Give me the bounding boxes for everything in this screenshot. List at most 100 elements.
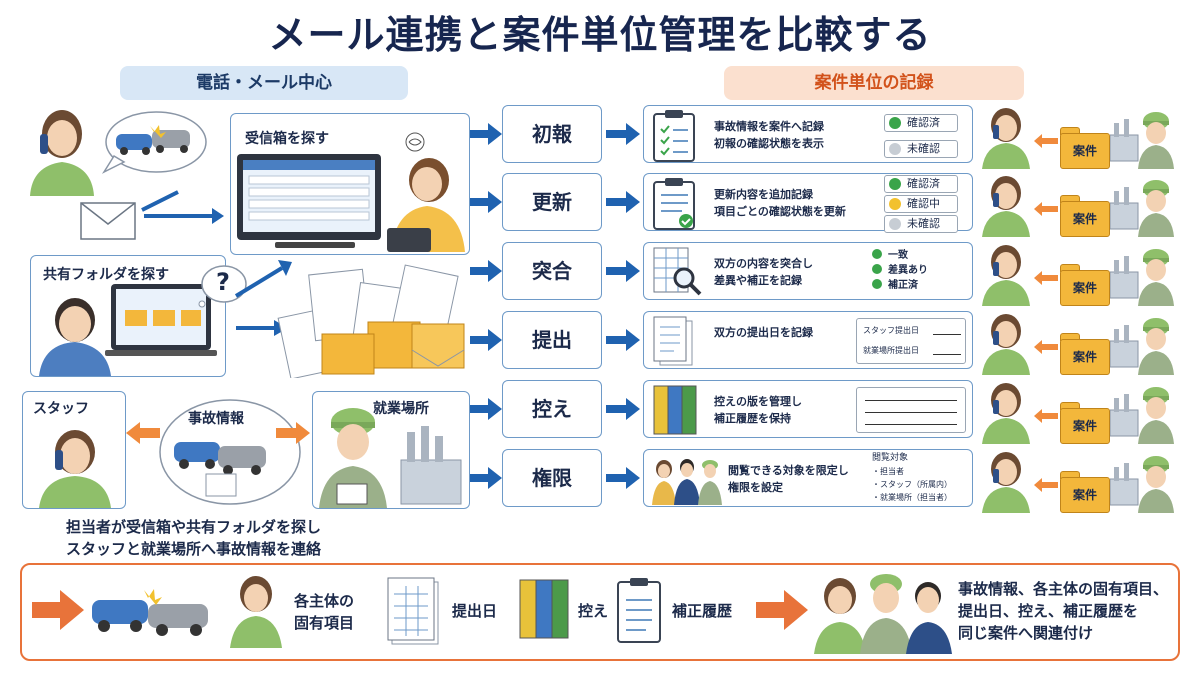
status-dot-icon [889,198,901,210]
record-description: 双方の内容を突合し差異や補正を記録 [714,255,813,289]
accident-info-cloud [156,392,304,508]
factory-worker-illustration [319,408,462,508]
case-folder-icon: 案件 [1060,408,1110,444]
access-target-list: 閲覧対象・担当者・スタッフ（所属内）・就業場所（担当者） [866,451,970,505]
status-label: 未確認 [907,142,940,155]
flow-arrow [606,191,640,213]
case-folder: 案件 [1060,264,1112,306]
status-label: 確認中 [907,197,940,210]
record-description: 控えの版を管理し補正履歴を保持 [714,393,802,427]
flow-arrow [470,467,502,489]
staff-woman-illustration [39,430,111,508]
step-4: 提出 [502,311,602,369]
case-folder-icon: 案件 [1060,477,1110,513]
accident-info-label: 事故情報 [188,411,244,427]
record-description-line-1: 双方の内容を突合し [714,257,813,270]
bottom-item-submission-date: 提出日 [452,602,498,620]
shared-folder-label: 共有フォルダを探す [43,267,169,283]
factory-worker-illustration [1109,173,1176,237]
access-title: 閲覧対象 [872,453,909,463]
orange-arrow-icon [756,588,808,632]
flow-arrow [606,398,640,420]
flow-arrow [138,188,228,228]
bottom-item-revision-history: 補正履歴 [672,602,733,620]
staff-panel: スタッフ [22,391,126,509]
date-field-label: スタッフ提出日 [863,326,919,335]
record-panel-step-3: 双方の内容を突合し差異や補正を記録一致差異あり補正済 [643,242,973,300]
left-caption: 担当者が受信箱や共有フォルダを探し スタッフと就業場所へ事故情報を連絡 [66,516,321,560]
date-field: 就業場所提出日 [863,345,963,357]
orange-double-arrow [1034,201,1058,216]
access-item: ・スタッフ（所属内） [872,480,952,489]
factory-worker-illustration [1109,380,1176,444]
orange-double-arrow [1034,133,1058,148]
folder-tab [1060,471,1080,479]
factory-worker-illustration [1109,242,1176,306]
case-folder-label: 案件 [1072,350,1097,364]
staff-on-phone-illustration [22,100,102,196]
date-field-label: 就業場所提出日 [863,346,919,355]
orange-arrow-right [276,422,310,444]
accident-speech-bubble [100,108,208,180]
right-section-header: 案件単位の記録 [724,66,1024,100]
step-6: 権限 [502,449,602,507]
status-dot-icon [889,143,901,155]
record-icon-step-6 [652,453,722,509]
record-description-line-2: 初報の確認状態を表示 [714,137,824,150]
record-description-line-2: 権限を設定 [728,481,783,494]
document-pile-illustration [262,262,482,380]
record-description-line-1: 閲覧できる対象を限定し [728,464,849,477]
case-folder-label: 案件 [1072,488,1097,502]
record-icon-step-5 [652,384,708,440]
orange-double-arrow [1034,408,1058,423]
flow-arrow [606,123,640,145]
bottom-item1-line2: 固有項目 [294,614,355,632]
date-field: スタッフ提出日 [863,325,963,337]
bottom-item-unique-fields: 各主体の 固有項目 [294,590,354,634]
status-chip: 未確認 [884,140,958,158]
check-icon [872,264,882,274]
workplace-panel: 就業場所 [312,391,470,509]
folder-tab [1060,333,1080,341]
status-dot-icon [889,218,901,230]
case-folder: 案件 [1060,195,1112,237]
folder-tab [1060,264,1080,272]
flow-arrow [606,329,640,351]
copy-version-lines [856,387,966,433]
bottom-item1-line1: 各主体の [294,592,355,610]
check-label: 一致 [888,250,908,261]
summary-panel [20,563,1180,661]
date-field-line [933,334,961,335]
record-panel-step-5: 控えの版を管理し補正履歴を保持 [643,380,973,438]
check-icon [872,249,882,259]
record-description-line-2: 差異や補正を記録 [714,274,802,287]
shared-folder-search-panel: 共有フォルダを探す [30,255,226,377]
record-description: 閲覧できる対象を限定し権限を設定 [728,462,849,496]
check-label: 差異あり [888,265,928,276]
status-chip: 未確認 [884,215,958,233]
question-bubble [196,264,250,308]
flow-arrow [470,260,502,282]
check-list: 一致差異あり補正済 [860,248,968,294]
worried-woman-illustration [387,132,465,252]
status-dot-icon [889,178,901,190]
envelope-icon [80,202,136,240]
access-item: ・担当者 [872,467,904,476]
flow-arrow [606,467,640,489]
left-section-header: 電話・メール中心 [120,66,408,100]
record-panel-step-4: 双方の提出日を記録スタッフ提出日就業場所提出日 [643,311,973,369]
bottom-woman-illustration [228,572,284,648]
flow-arrow [470,398,502,420]
record-icon-step-2 [652,177,698,235]
bottom-summary: 事故情報、各主体の固有項目、 提出日、控え、補正履歴を 同じ案件へ関連付け [958,578,1168,644]
case-folder-icon: 案件 [1060,339,1110,375]
check-item: 差異あり [872,264,928,278]
folder-tab [1060,195,1080,203]
check-icon [872,279,882,289]
case-folder-label: 案件 [1072,419,1097,433]
case-folder-label: 案件 [1072,144,1097,158]
case-folder: 案件 [1060,471,1112,513]
factory-worker-illustration [1109,105,1176,169]
step-3: 突合 [502,242,602,300]
workplace-label: 就業場所 [373,401,429,417]
